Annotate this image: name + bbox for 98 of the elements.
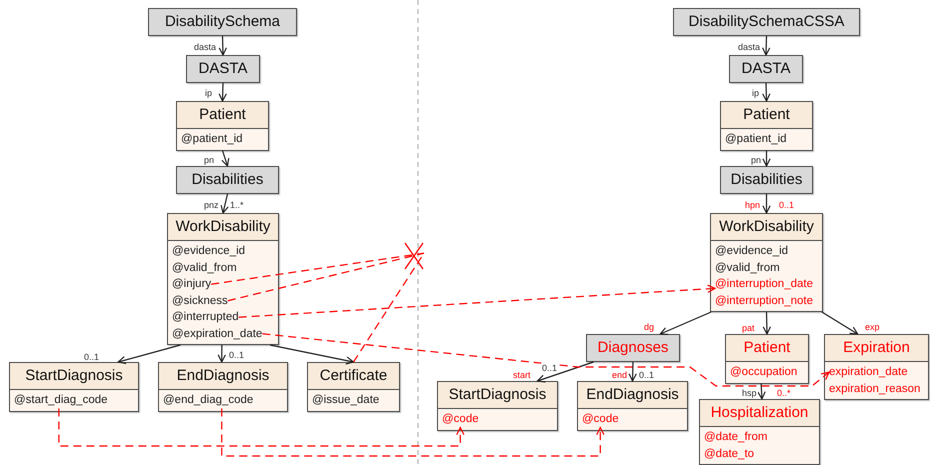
association-arrow — [628, 362, 637, 382]
attribute-name: @end_diag_code — [163, 392, 254, 408]
class-box — [9, 362, 139, 412]
class-name: EndDiagnosis — [578, 382, 687, 408]
attribute-name: expiration_reason — [829, 380, 920, 397]
association-arrow — [536, 361, 594, 383]
class-name: EndDiagnosis — [159, 363, 287, 389]
association-arrow — [762, 150, 771, 167]
role-label: pnz — [203, 200, 220, 210]
class-box — [725, 334, 809, 384]
role-label: ip — [204, 88, 214, 98]
class-name: DisabilitySchema — [149, 9, 296, 35]
class-box — [158, 362, 288, 412]
attribute-name: @code — [582, 411, 619, 428]
class-name: DASTA — [187, 56, 259, 82]
class-name: Patient — [177, 102, 268, 128]
mapping-line — [228, 252, 424, 302]
attribute-name: @injury — [172, 276, 212, 292]
class-name: Patient — [721, 102, 812, 128]
attribute-name: @valid_from — [715, 260, 780, 276]
class-name: Certificate — [308, 363, 399, 389]
attribute-name: @issue_date — [312, 392, 380, 408]
class-box — [167, 213, 279, 345]
class-name: DASTA — [730, 56, 802, 82]
mapping-arrow — [58, 408, 464, 447]
class-name: WorkDisability — [168, 214, 278, 240]
attribute-name: @evidence_id — [715, 243, 788, 260]
attribute-name: @date_to — [704, 446, 754, 462]
attribute-name: @valid_from — [172, 260, 237, 276]
association-arrow — [762, 312, 772, 335]
association-arrow — [221, 150, 230, 167]
attribute-name: @interruption_date — [715, 276, 813, 292]
role-label: hpn — [744, 200, 762, 210]
cross-mark — [404, 242, 424, 270]
multiplicity-label: 0..1 — [778, 200, 796, 210]
attribute-name: @patient_id — [181, 131, 243, 148]
class-name: Patient — [726, 335, 808, 361]
association-arrow — [218, 82, 227, 102]
class-box — [437, 381, 558, 430]
class-box — [824, 334, 929, 400]
role-label: start — [512, 370, 532, 380]
attribute-name: expiration_date — [829, 364, 908, 380]
association-arrow — [660, 311, 712, 336]
class-name: Disabilities — [721, 167, 812, 193]
attribute-name: @occupation — [730, 364, 798, 380]
role-label: ip — [751, 88, 760, 98]
class-box — [720, 101, 813, 150]
attribute-name: @start_diag_code — [14, 392, 108, 408]
multiplicity-label: 0..1 — [228, 350, 246, 360]
class-name: DisabilitySchemaCSSA — [674, 9, 859, 35]
class-box — [176, 101, 269, 150]
mapping-arrow — [238, 284, 716, 318]
class-name: StartDiagnosis — [10, 363, 138, 389]
multiplicity-label: 0..1 — [83, 352, 100, 362]
multiplicity-label: 0..1 — [541, 363, 558, 373]
class-name: Expiration — [825, 335, 928, 361]
class-name: WorkDisability — [711, 214, 822, 240]
attribute-name: @evidence_id — [172, 243, 246, 260]
class-box — [307, 362, 400, 412]
multiplicity-label: 0..1 — [638, 370, 656, 380]
class-name: Diagnoses — [587, 335, 679, 361]
role-label: hsp — [741, 388, 758, 398]
attribute-name: @expiration_date — [172, 326, 262, 342]
association-arrow — [220, 194, 229, 214]
association-arrow — [762, 82, 770, 102]
role-label: pn — [203, 155, 216, 165]
role-label: pat — [741, 323, 756, 333]
attribute-name: @code — [442, 411, 479, 428]
association-arrow — [218, 36, 227, 56]
association-arrow — [762, 194, 771, 214]
class-box — [577, 381, 688, 430]
association-arrow — [218, 345, 226, 363]
class-name: StartDiagnosis — [438, 382, 557, 408]
attribute-name: @interrupted — [172, 309, 239, 326]
association-arrow — [270, 344, 354, 365]
association-arrow — [757, 383, 766, 400]
role-label: pn — [750, 155, 762, 165]
attribute-name: @sickness — [172, 292, 228, 309]
multiplicity-label: 0..* — [776, 388, 792, 398]
class-name: Disabilities — [177, 167, 278, 193]
attribute-name: @interruption_note — [715, 292, 813, 309]
attribute-name: @date_from — [704, 429, 768, 446]
role-label: end — [611, 370, 628, 380]
class-name: Hospitalization — [700, 400, 819, 426]
class-box — [710, 213, 823, 312]
association-arrow — [118, 344, 181, 364]
role-label: exp — [864, 322, 881, 332]
mapping-arrow — [221, 408, 604, 457]
attribute-name: @patient_id — [725, 131, 787, 148]
mapping-arrow — [262, 333, 830, 387]
multiplicity-label: 1..* — [229, 200, 245, 210]
association-arrow — [822, 311, 858, 335]
mapping-line — [211, 252, 424, 285]
role-label: dasta — [193, 42, 218, 52]
class-box — [699, 399, 820, 465]
association-arrow — [762, 36, 770, 56]
role-label: dg — [643, 322, 656, 332]
role-label: dasta — [737, 42, 762, 52]
